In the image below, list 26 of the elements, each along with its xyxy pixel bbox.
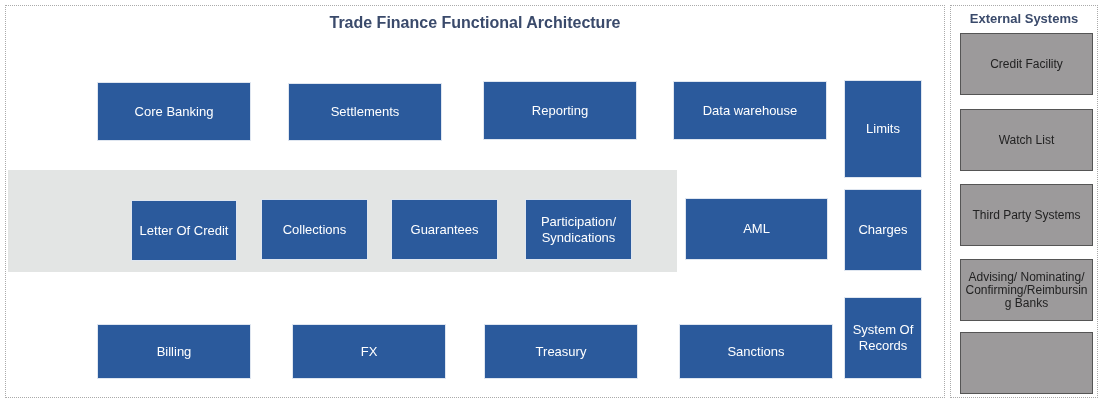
module-box: FX bbox=[292, 324, 446, 379]
module-box: Settlements bbox=[288, 83, 442, 141]
module-box: Charges bbox=[844, 189, 922, 271]
group-frame bbox=[950, 5, 1098, 398]
system-box: Advising/ Nominating/Confirming/Reimbursing Banks bbox=[960, 259, 1093, 321]
system-box: Watch List bbox=[960, 109, 1093, 171]
module-box: Billing bbox=[97, 324, 251, 379]
system-box bbox=[960, 332, 1093, 394]
module-box: System Of Records bbox=[844, 297, 922, 379]
group-heading: Trade Finance Functional Architecture bbox=[328, 14, 622, 32]
module-box: Data warehouse bbox=[673, 81, 827, 140]
system-box: Credit Facility bbox=[960, 33, 1093, 95]
group-frame bbox=[5, 5, 945, 398]
module-box: Participation/ Syndications bbox=[525, 199, 632, 260]
module-box: Guarantees bbox=[391, 199, 498, 260]
module-box: Letter Of Credit bbox=[131, 200, 237, 261]
module-box: Treasury bbox=[484, 324, 638, 379]
module-box: Limits bbox=[844, 80, 922, 178]
module-box: Collections bbox=[261, 199, 368, 260]
group-heading: External Systems bbox=[968, 11, 1080, 26]
system-box: Third Party Systems bbox=[960, 184, 1093, 246]
module-box: Core Banking bbox=[97, 82, 251, 141]
module-box: Reporting bbox=[483, 81, 637, 140]
group-band bbox=[8, 170, 677, 272]
module-box: Sanctions bbox=[679, 324, 833, 379]
module-box: AML bbox=[685, 198, 828, 260]
